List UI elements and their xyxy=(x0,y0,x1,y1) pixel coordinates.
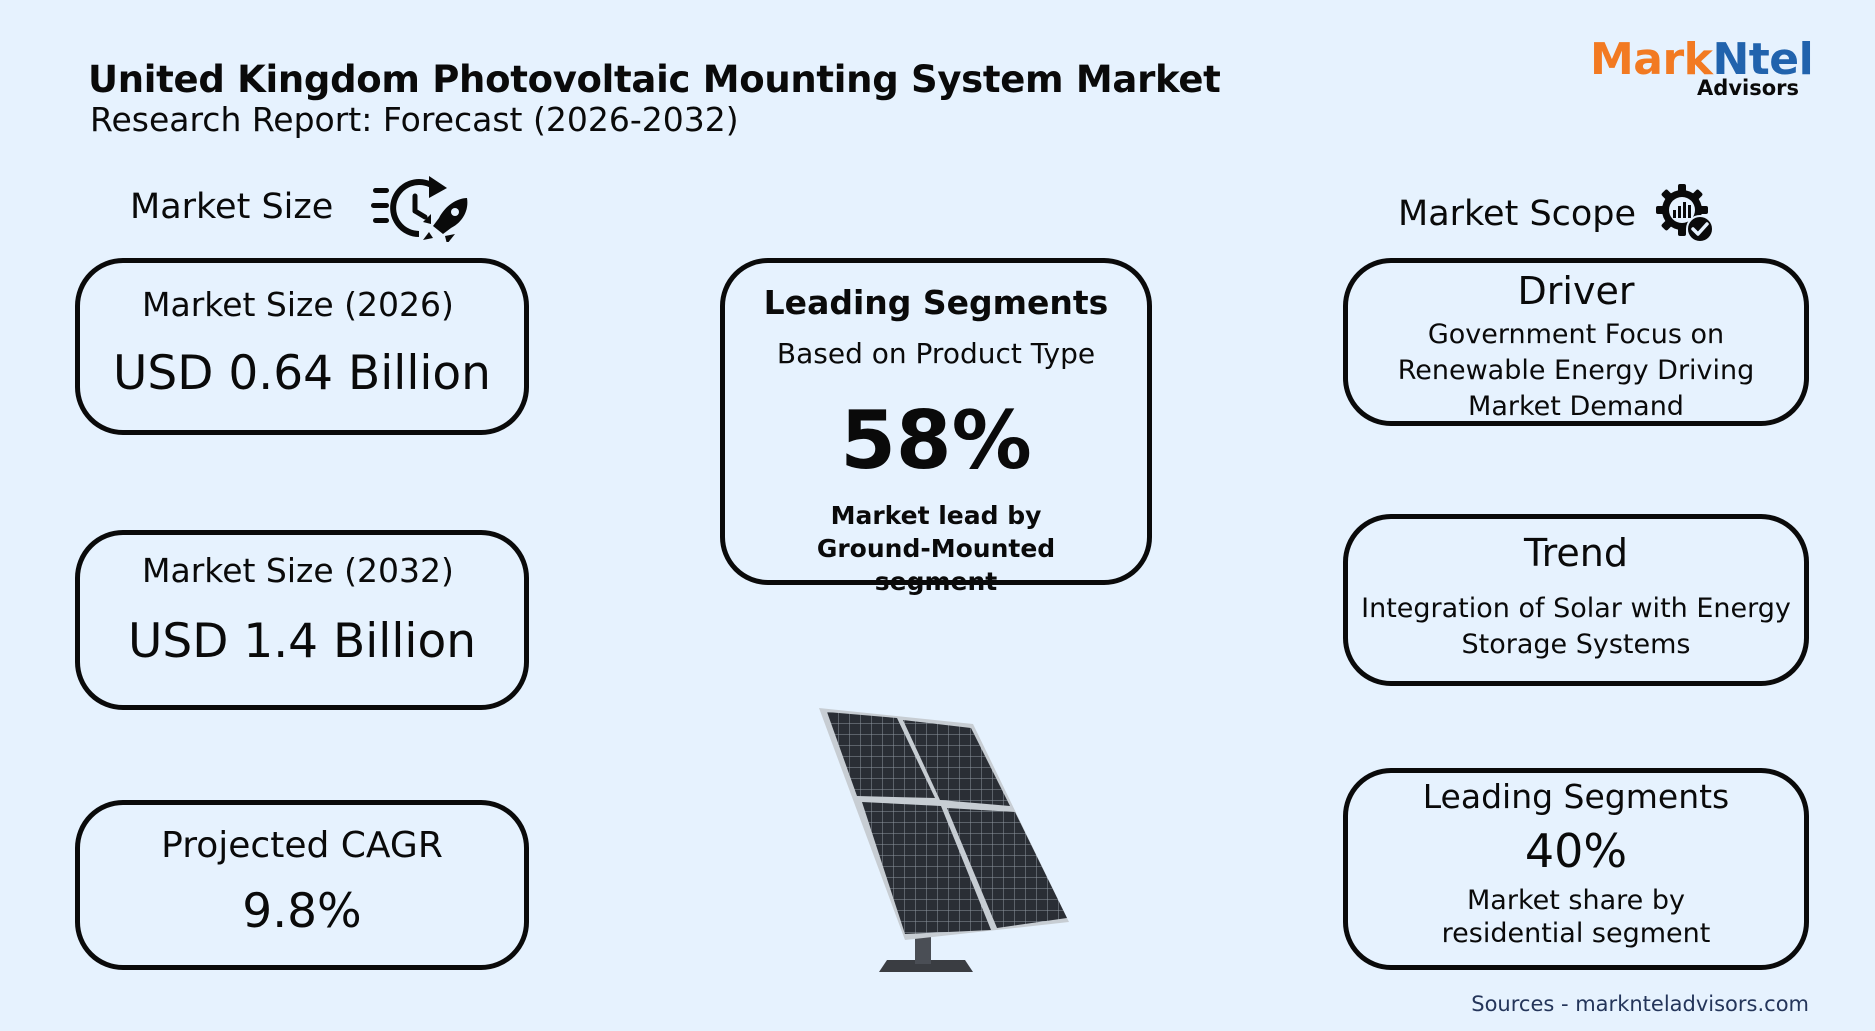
logo-part-mark: Mark xyxy=(1590,34,1713,85)
page-subtitle: Research Report: Forecast (2026-2032) xyxy=(90,100,739,139)
marEntel-logo: MarkNtel Advisors xyxy=(1590,38,1814,101)
driver-text: Government Focus on Renewable Energy Dri… xyxy=(1397,319,1755,422)
projected-cagr-value: 9.8% xyxy=(242,884,362,939)
driver-card: Driver Government Focus on Renewable Ene… xyxy=(1343,258,1809,426)
product-type-basis: Based on Product Type xyxy=(776,337,1096,370)
market-scope-heading-label: Market Scope xyxy=(1398,194,1637,234)
leading-segments-residential-card: Leading Segments 40% Market share by res… xyxy=(1343,768,1809,970)
trend-text: Integration of Solar with Energy Storage… xyxy=(1361,593,1791,660)
market-size-heading-label: Market Size xyxy=(130,187,334,227)
market-size-heading: Market Size xyxy=(130,172,471,242)
projected-cagr-card: Projected CAGR 9.8% xyxy=(75,800,529,970)
leading-segments-heading: Leading Segments xyxy=(763,283,1109,322)
logo-part-ntel: Ntel xyxy=(1712,34,1814,85)
solar-panel-icon xyxy=(805,690,1075,980)
market-size-2026-card: Market Size (2026) USD 0.64 Billion xyxy=(75,258,529,435)
ground-mounted-description: Market lead by Ground-Mounted segment xyxy=(816,501,1056,596)
market-size-2032-card: Market Size (2032) USD 1.4 Billion xyxy=(75,530,529,710)
sources-credit: Sources - marknteladvisors.com xyxy=(1471,992,1809,1016)
trend-card: Trend Integration of Solar with Energy S… xyxy=(1343,514,1809,686)
logo-wordmark: MarkNtel xyxy=(1590,38,1814,82)
trend-heading: Trend xyxy=(1524,531,1628,575)
leading-segments-product-card: Leading Segments Based on Product Type 5… xyxy=(720,258,1152,596)
market-size-2032-label: Market Size (2032) xyxy=(142,551,454,590)
market-scope-heading: Market Scope xyxy=(1398,182,1718,246)
market-size-2026-label: Market Size (2026) xyxy=(142,285,454,324)
residential-share: 40% xyxy=(1524,824,1628,878)
page-title: United Kingdom Photovoltaic Mounting Sys… xyxy=(88,58,1221,101)
logo-subtext: Advisors xyxy=(1697,76,1799,100)
residential-heading: Leading Segments xyxy=(1422,777,1730,816)
residential-text: Market share by residential segment xyxy=(1441,885,1711,949)
driver-heading: Driver xyxy=(1517,269,1635,313)
market-size-2032-value: USD 1.4 Billion xyxy=(127,614,477,669)
projected-cagr-label: Projected CAGR xyxy=(161,825,443,866)
time-rocket-icon xyxy=(371,172,471,242)
market-size-2026-value: USD 0.64 Billion xyxy=(113,346,491,401)
ground-mounted-share: 58% xyxy=(840,394,1032,487)
gear-chart-check-icon xyxy=(1654,182,1718,246)
